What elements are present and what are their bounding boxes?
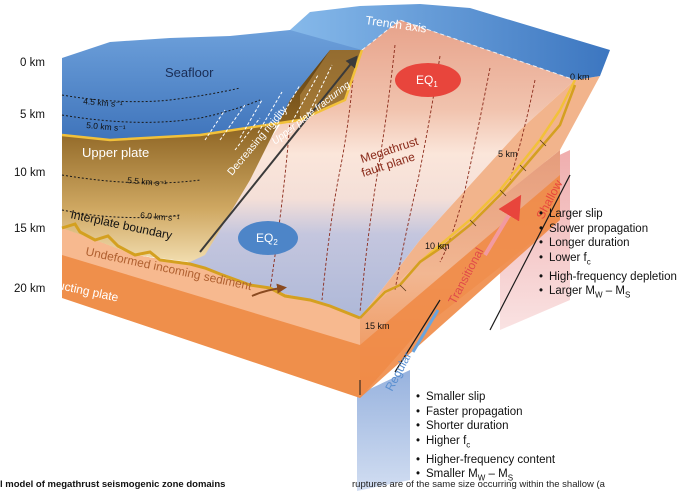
svg-text:0 km: 0 km bbox=[570, 72, 590, 82]
regular-prop-2: Shorter duration bbox=[416, 419, 555, 434]
upper-plate-label: Upper plate bbox=[82, 145, 149, 160]
upper-plate-fractures bbox=[204, 64, 333, 151]
shallow-properties-list: Larger slip Slower propagation Longer du… bbox=[535, 207, 677, 303]
depth-15: 15 km bbox=[14, 223, 45, 235]
caption-right: ruptures are of the same size occurring … bbox=[352, 479, 605, 490]
transitional-arrow-red bbox=[483, 194, 522, 257]
regular-prop-4: Higher-frequency content bbox=[416, 453, 555, 468]
velocity-labels: 4.5 km s⁻¹ 5.0 km s⁻¹ 5.5 km s⁻¹ 6.0 km … bbox=[83, 96, 180, 223]
velocity-contours bbox=[61, 87, 261, 219]
regular-prop-0: Smaller slip bbox=[416, 390, 555, 405]
svg-text:5.0 km s⁻¹: 5.0 km s⁻¹ bbox=[86, 120, 126, 133]
transitional-arrow-blue bbox=[411, 309, 440, 353]
sediment-layer bbox=[62, 228, 360, 345]
fault-contours bbox=[269, 44, 536, 313]
caption-left: l model of megathrust seismogenic zone d… bbox=[0, 479, 226, 490]
sediment-arrow bbox=[251, 283, 287, 297]
fault-depth-labels: 0 km 5 km 10 km 15 km bbox=[365, 72, 590, 331]
depth-5: 5 km bbox=[20, 109, 45, 121]
svg-text:10 km: 10 km bbox=[425, 241, 450, 251]
svg-text:4.5 km s⁻¹: 4.5 km s⁻¹ bbox=[83, 96, 123, 109]
shallow-prop-5: Larger MW – MS bbox=[539, 284, 677, 303]
depth-0: 0 km bbox=[20, 57, 45, 69]
trench-axis-band bbox=[290, 4, 610, 80]
eq2-label: EQ2 bbox=[256, 231, 278, 247]
eq1-label: EQ1 bbox=[416, 73, 438, 89]
svg-text:5.5 km s⁻¹: 5.5 km s⁻¹ bbox=[127, 175, 167, 188]
decreasing-rigidity-arrow bbox=[199, 55, 358, 253]
shallow-axis-line bbox=[489, 174, 571, 331]
side-ticks bbox=[399, 139, 547, 292]
eq2-ellipse bbox=[238, 221, 298, 255]
seafloor-edge bbox=[61, 49, 364, 142]
svg-text:6.0 km s⁻¹: 6.0 km s⁻¹ bbox=[140, 210, 180, 223]
regular-diag-line bbox=[394, 299, 441, 373]
depth-axis: 0 km 5 km 10 km 15 km 20 km bbox=[14, 57, 45, 295]
shallow-prop-2: Longer duration bbox=[539, 236, 677, 251]
incoming-plate-top bbox=[360, 76, 600, 318]
shallow-prop-4: High-frequency depletion bbox=[539, 270, 677, 285]
regular-prop-5: Smaller MW – MS bbox=[416, 467, 555, 486]
shallow-prop-1: Slower propagation bbox=[539, 222, 677, 237]
shallow-prop-3: Lower fc bbox=[539, 251, 677, 270]
seafloor-label: Seafloor bbox=[165, 65, 214, 80]
regular-column bbox=[357, 370, 410, 491]
eq1-ellipse bbox=[395, 63, 461, 97]
trench-edge bbox=[419, 79, 577, 263]
svg-text:5 km: 5 km bbox=[498, 149, 518, 159]
interplate-boundary-line bbox=[61, 222, 361, 320]
upper-plate bbox=[62, 50, 362, 262]
depth-10: 10 km bbox=[14, 167, 45, 179]
regular-properties-list: Smaller slip Faster propagation Shorter … bbox=[412, 390, 555, 486]
svg-text:15 km: 15 km bbox=[365, 321, 390, 331]
regular-prop-1: Faster propagation bbox=[416, 405, 555, 420]
depth-20: 20 km bbox=[14, 283, 45, 295]
block-side-bottom bbox=[360, 175, 560, 398]
shallow-prop-0: Larger slip bbox=[539, 207, 677, 222]
regular-prop-3: Higher fc bbox=[416, 434, 555, 453]
